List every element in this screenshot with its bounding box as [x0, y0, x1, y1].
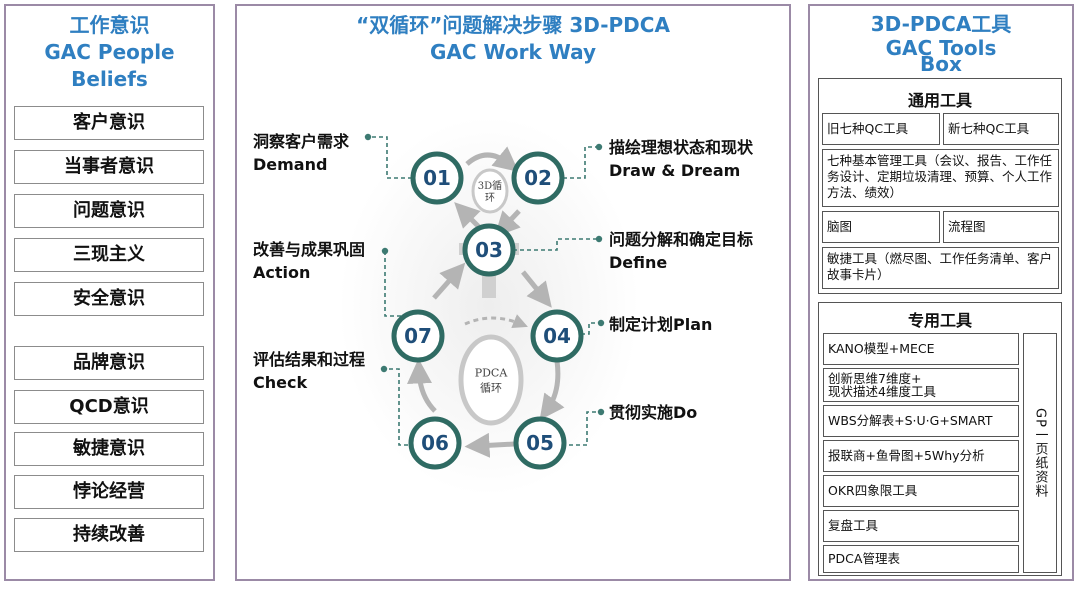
- step-node-02: 02: [511, 151, 565, 205]
- belief-item: QCD意识: [14, 390, 204, 424]
- toolbox-panel: 3D-PDCA工具 GAC Tools Box 通用工具 旧七种QC工具 新七种…: [808, 4, 1074, 581]
- inner-3d-label: 3D循环: [478, 179, 502, 204]
- belief-item: 持续改善: [14, 518, 204, 552]
- general-tools-heading: 通用工具: [907, 91, 972, 110]
- step-label-03: 问题分解和确定目标 Define: [609, 230, 754, 272]
- general-tools-group: 通用工具 旧七种QC工具 新七种QC工具 七种基本管理工具（会议、报告、工作任务…: [818, 78, 1062, 294]
- arrow-05-06: [464, 432, 515, 458]
- node-label: 07: [404, 324, 432, 348]
- step-label-07: 改善与成果巩固 Action: [253, 240, 366, 282]
- special-tools-group: 专用工具 KANO模型+MECE 创新思维7维度+ 现状描述4维度工具 WBS分…: [818, 302, 1062, 576]
- tool-flowchart: 流程图: [943, 211, 1059, 243]
- workway-title: “双循环”问题解决步骤 3D-PDCA GAC Work Way: [237, 12, 789, 66]
- step-label-02: 描绘理想状态和现状 Draw & Dream: [609, 138, 754, 180]
- arrow-04-05: [539, 360, 565, 421]
- node-label: 02: [524, 166, 552, 190]
- belief-item: 品牌意识: [14, 346, 204, 380]
- connector-dots: [364, 133, 605, 416]
- beliefs-title-cn: 工作意识: [69, 13, 150, 37]
- step-nodes: 01 02 03 04 05 06: [391, 151, 584, 470]
- node-label: 05: [526, 431, 554, 455]
- workway-panel: “双循环”问题解决步骤 3D-PDCA GAC Work Way: [235, 4, 791, 581]
- inner-3d-oval: [471, 168, 509, 214]
- tool-fishbone: 报联商+鱼骨图+5Why分析: [823, 440, 1019, 472]
- step-label-05: 贯彻实施Do: [609, 403, 698, 422]
- tool-kano: KANO模型+MECE: [823, 333, 1019, 365]
- toolbox-title-line3: Box: [920, 52, 962, 76]
- tool-okr: OKR四象限工具: [823, 475, 1019, 507]
- arrow-07-04-dashed: [464, 314, 528, 329]
- arrow-07-03: [432, 262, 466, 300]
- beliefs-panel: 工作意识 GAC People Beliefs 客户意识 当事者意识 问题意识 …: [4, 4, 215, 581]
- belief-item: 安全意识: [14, 282, 204, 316]
- pdca-cycle-diagram: 01 02 03 04 05 06: [339, 116, 639, 496]
- gp-one-page-label: GP一页纸资料: [1023, 333, 1057, 573]
- node-label: 01: [423, 166, 451, 190]
- belief-item: 三现主义: [14, 238, 204, 272]
- tool-old-qc: 旧七种QC工具: [822, 113, 940, 145]
- workway-title-cn: “双循环”问题解决步骤 3D-PDCA: [356, 13, 670, 37]
- arrow-03-04: [521, 270, 552, 308]
- special-tools-heading: 专用工具: [907, 311, 972, 330]
- beliefs-title-en: GAC People Beliefs: [44, 40, 175, 91]
- tool-innovation: 创新思维7维度+ 现状描述4维度工具: [823, 368, 1019, 402]
- tool-wbs: WBS分解表+S·U·G+SMART: [823, 405, 1019, 437]
- step-node-07: 07: [391, 309, 445, 363]
- tool-review: 复盘工具: [823, 510, 1019, 542]
- step-label-06: 评估结果和过程 Check: [253, 350, 366, 392]
- belief-item: 客户意识: [14, 106, 204, 140]
- step-label-04: 制定计划Plan: [609, 315, 713, 334]
- belief-item: 敏捷意识: [14, 432, 204, 466]
- workway-title-en: GAC Work Way: [429, 40, 596, 64]
- toolbox-title: 3D-PDCA工具 GAC Tools Box: [810, 12, 1072, 76]
- tool-mind-map: 脑图: [822, 211, 940, 243]
- step-node-01: 01: [410, 151, 464, 205]
- arrow-3d-right: [494, 209, 521, 238]
- tool-pdca-table: PDCA管理表: [823, 545, 1019, 573]
- label-connectors: [370, 136, 599, 446]
- step-node-03: 03: [462, 223, 516, 277]
- arrow-06-07: [407, 358, 437, 413]
- toolbox-title-line2: GAC Tools: [885, 36, 997, 60]
- step-label-01: 洞察客户需求 Demand: [253, 132, 350, 174]
- inner-pdca-oval: [458, 334, 524, 426]
- node-label: 06: [421, 431, 449, 455]
- arrow-3d-left: [454, 202, 482, 230]
- step-node-06: 06: [408, 416, 462, 470]
- beliefs-title: 工作意识 GAC People Beliefs: [6, 12, 213, 93]
- node-label: 03: [475, 238, 503, 262]
- belief-item: 当事者意识: [14, 150, 204, 184]
- tool-new-qc: 新七种QC工具: [943, 113, 1059, 145]
- belief-item: 悖论经营: [14, 475, 204, 509]
- node-label: 04: [543, 324, 571, 348]
- toolbox-title-line1: 3D-PDCA工具: [870, 12, 1012, 36]
- belief-item: 问题意识: [14, 194, 204, 228]
- tool-seven-basic: 七种基本管理工具（会议、报告、工作任务设计、定期垃圾清理、预算、个人工作方法、绩…: [822, 149, 1059, 207]
- tool-agile: 敏捷工具（燃尽图、工作任务清单、客户故事卡片）: [822, 247, 1059, 289]
- step-node-04: 04: [530, 309, 584, 363]
- step-node-05: 05: [513, 416, 567, 470]
- arrow-3d-top: [465, 146, 519, 172]
